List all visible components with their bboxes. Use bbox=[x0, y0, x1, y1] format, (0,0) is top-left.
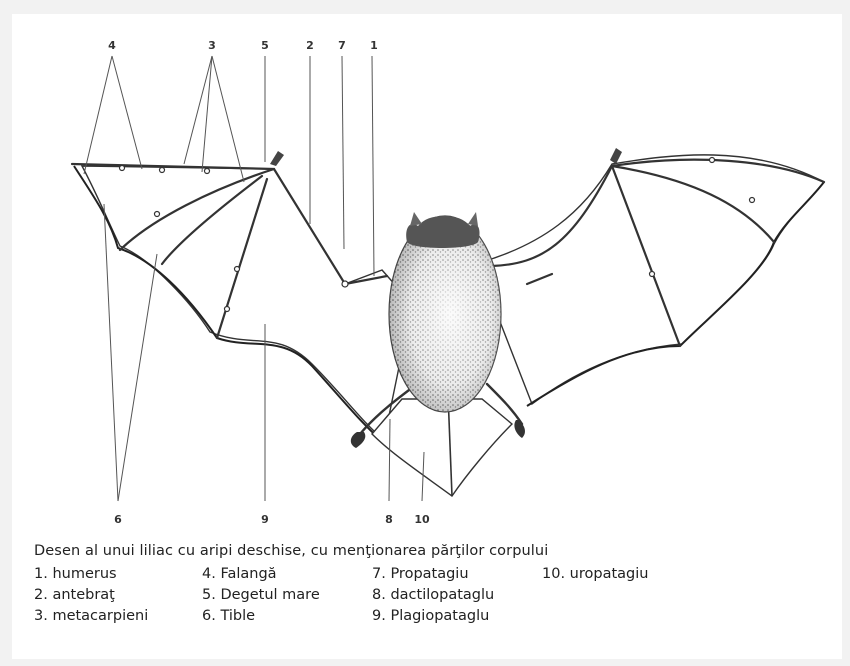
callout-2: 2 bbox=[306, 39, 314, 52]
right-thumb bbox=[610, 148, 622, 164]
legend-item: 1. humerus bbox=[34, 566, 202, 587]
legend-item: 10. uropatagiu bbox=[542, 566, 742, 587]
legend-item: 2. antebraţ bbox=[34, 587, 202, 608]
legend-item: 6. Tible bbox=[202, 608, 372, 629]
right-wing-membrane bbox=[482, 155, 824, 404]
left-thumb bbox=[270, 151, 284, 166]
tail-membrane bbox=[372, 399, 512, 496]
callout-10: 10 bbox=[414, 513, 430, 526]
legend-item: 9. Plagiopataglu bbox=[372, 608, 542, 629]
callout-5: 5 bbox=[261, 39, 269, 52]
left-foot bbox=[351, 432, 365, 448]
callout-4: 4 bbox=[108, 39, 116, 52]
callout-1: 1 bbox=[370, 39, 378, 52]
callout-6: 6 bbox=[114, 513, 122, 526]
legend-item: 8. dactilopataglu bbox=[372, 587, 542, 608]
callout-3: 3 bbox=[208, 39, 216, 52]
legend-item: 5. Degetul mare bbox=[202, 587, 372, 608]
bat-diagram: 4 3 5 2 7 1 6 9 8 10 bbox=[12, 14, 842, 534]
right-foot bbox=[514, 420, 525, 438]
legend-item: 7. Propatagiu bbox=[372, 566, 542, 587]
callout-8: 8 bbox=[385, 513, 393, 526]
figure-caption: Desen al unui liliac cu aripi deschise, … bbox=[34, 543, 548, 559]
callout-9: 9 bbox=[261, 513, 269, 526]
figure-sheet: 4 3 5 2 7 1 6 9 8 10 Desen al unui lilia… bbox=[12, 14, 842, 659]
legend: 1. humerus 2. antebraţ 3. metacarpieni 4… bbox=[34, 566, 774, 629]
legend-item: 3. metacarpieni bbox=[34, 608, 202, 629]
callout-7: 7 bbox=[338, 39, 346, 52]
bat-head bbox=[406, 212, 479, 248]
legend-item: 4. Falangă bbox=[202, 566, 372, 587]
left-wing-membrane bbox=[82, 166, 412, 440]
